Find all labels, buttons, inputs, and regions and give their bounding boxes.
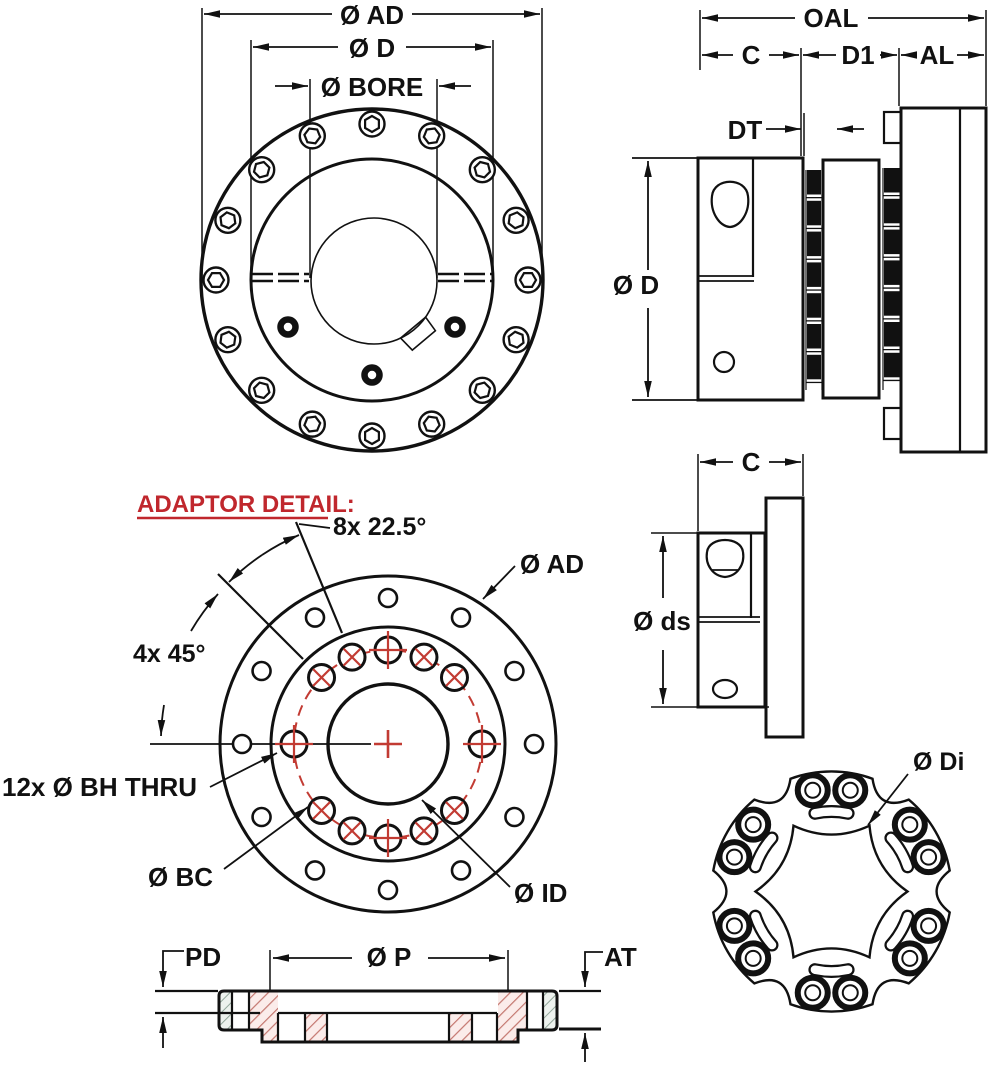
center-mark — [374, 730, 402, 758]
dim-label-ds: Ø ds — [633, 606, 691, 636]
dim-label-c2: C — [742, 447, 761, 477]
hub-small-hole — [712, 350, 736, 374]
front-view: Ø AD Ø D Ø BORE — [199, 0, 545, 453]
dim-label-ad: Ø AD — [340, 0, 404, 30]
flange-bolts — [202, 110, 542, 450]
dim-label-bore: Ø BORE — [321, 72, 424, 102]
side-view: OAL C D1 AL DT Ø D — [613, 3, 988, 454]
label-ad2: Ø AD — [520, 549, 584, 579]
dim-label-pd: PD — [185, 942, 221, 972]
label-id: Ø ID — [514, 878, 567, 908]
clamp-bolt-hole-2 — [705, 539, 745, 579]
adaptor-bc-holes — [275, 631, 501, 857]
label-di: Ø Di — [913, 748, 964, 776]
hub-body — [696, 156, 805, 402]
keyway-notch — [399, 316, 437, 352]
front-dimension-lines — [204, 10, 540, 90]
section-hatch-right — [498, 991, 527, 1042]
hub-small-hole-2 — [711, 678, 739, 700]
label-bh-thru: 12x Ø BH THRU — [2, 772, 197, 802]
dim-label-d: Ø D — [349, 33, 395, 63]
adaptor-plate-side — [899, 106, 988, 454]
dim-label-oal: OAL — [804, 3, 859, 33]
radial-line-135 — [217, 573, 304, 660]
radial-line-112 — [294, 521, 344, 634]
element-outer-profile — [711, 770, 952, 1013]
side-dimension-lines — [632, 14, 984, 401]
dim-label-p: Ø P — [367, 942, 412, 972]
dim-label-at: AT — [604, 942, 637, 972]
dim-label-side-d: Ø D — [613, 270, 659, 300]
element-slots — [748, 805, 915, 978]
label-4x: 4x 45° — [133, 640, 206, 668]
spacer-block — [821, 158, 881, 400]
hub-body-2 — [696, 531, 767, 709]
adaptor-detail-view: ADAPTOR DETAIL: 8x 22.5° 4x 45° Ø AD 12 — [2, 491, 584, 914]
element-inner-profile — [753, 823, 910, 960]
dim-label-d1: D1 — [841, 40, 874, 70]
element-view: Ø Di — [711, 748, 964, 1013]
adaptor-plate — [764, 496, 805, 739]
dim-label-al: AL — [920, 40, 955, 70]
adaptor-side-view: C Ø ds — [633, 447, 805, 739]
adaptor-detail-title: ADAPTOR DETAIL: — [137, 491, 355, 518]
gasket-hatch-right — [543, 991, 557, 1030]
section-view: PD Ø P AT — [155, 942, 637, 1062]
dim-label-dt: DT — [728, 115, 763, 145]
hub-circle — [249, 157, 495, 403]
gasket-hatch-left — [219, 991, 232, 1030]
section-inner-lines — [230, 991, 545, 1042]
clamp-split-lines — [252, 272, 492, 283]
section-outline — [217, 989, 559, 1044]
bushing-tab-top — [882, 110, 903, 145]
element-section-strip-b — [882, 168, 902, 390]
element-grommets — [716, 772, 947, 1011]
label-bc: Ø BC — [148, 862, 213, 892]
side-extension-lines — [699, 10, 987, 156]
bore-circle — [310, 217, 438, 345]
clamp-bolt-hole — [710, 180, 750, 229]
dim-label-c: C — [742, 40, 761, 70]
flange-outer-circle — [199, 107, 545, 453]
bushing-tab-bottom — [882, 406, 903, 441]
element-section-strip-a — [805, 170, 823, 390]
label-8x: 8x 22.5° — [333, 513, 426, 541]
hub-screw-holes — [277, 316, 466, 386]
adaptor-outer-holes — [231, 587, 545, 901]
